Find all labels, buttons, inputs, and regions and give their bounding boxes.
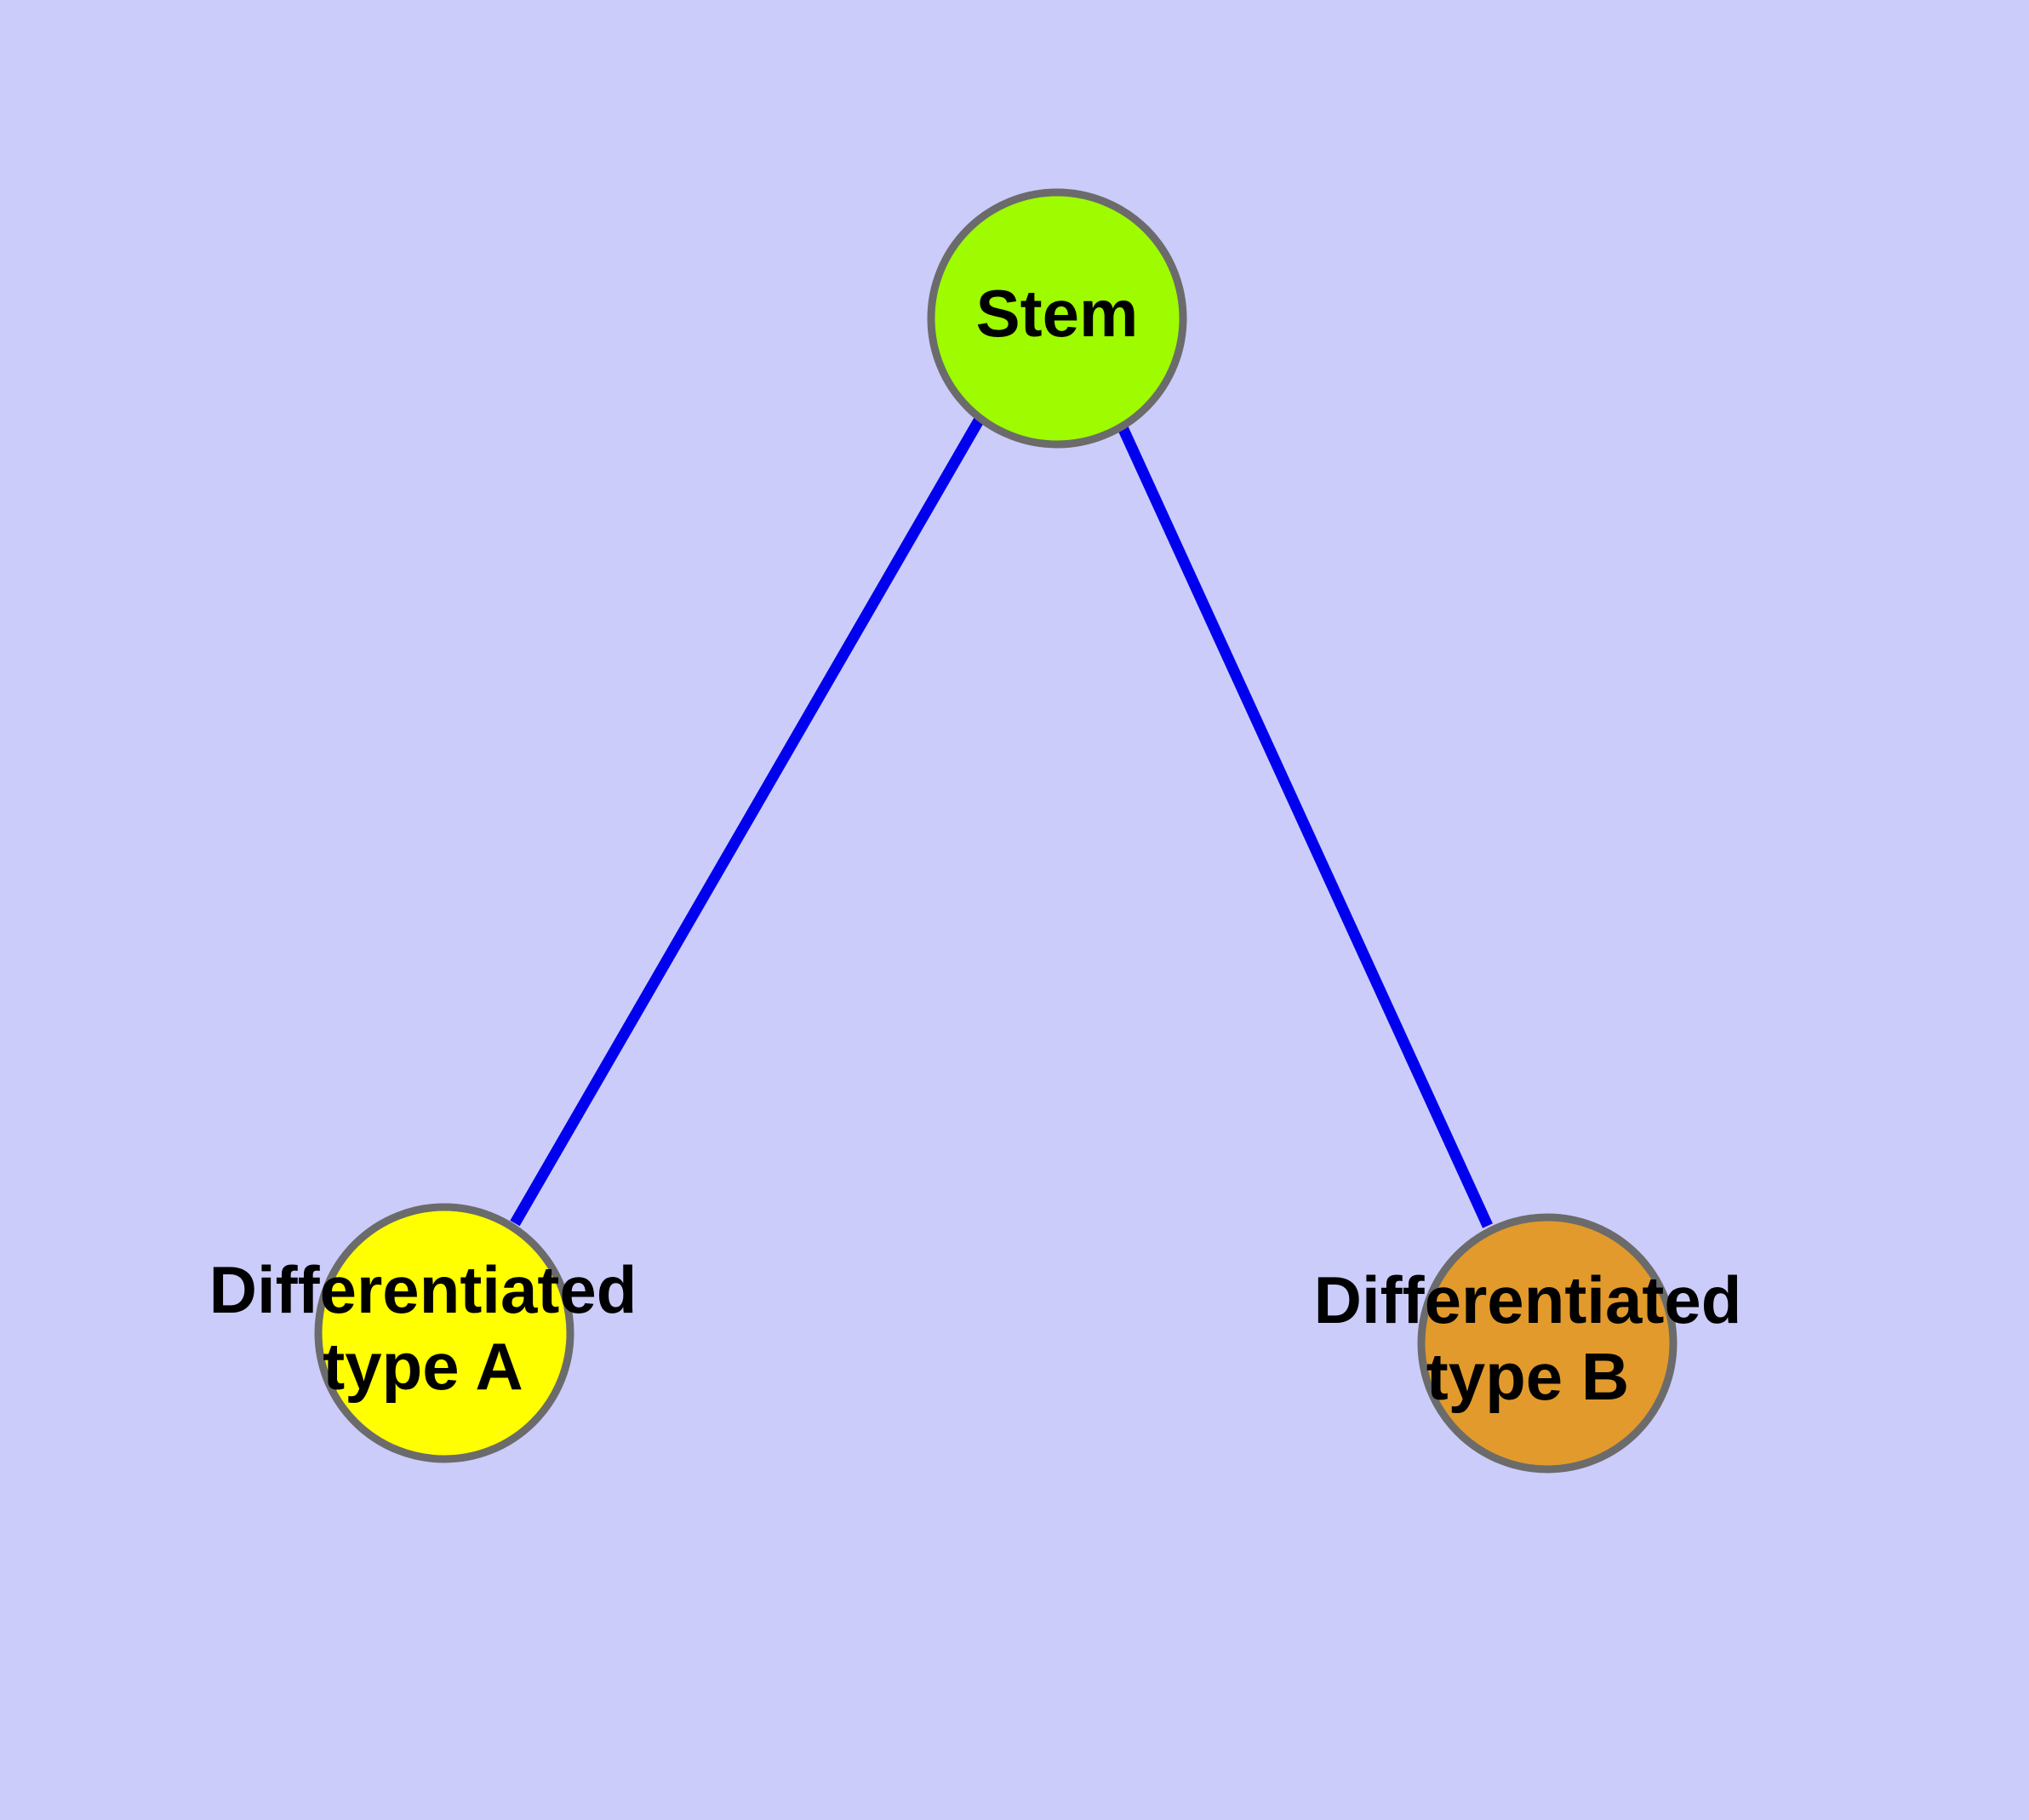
node-label-line: type A [323, 1328, 523, 1403]
graph-edge-stem-to-diff-a[interactable] [510, 417, 984, 1227]
edges-layer [510, 417, 1493, 1228]
node-label-stem: Stem [976, 276, 1139, 351]
node-label-line: Differentiated [1314, 1262, 1742, 1337]
node-label-line: type B [1426, 1338, 1629, 1413]
nodes-layer [314, 188, 1677, 1474]
graph-edge-stem-to-diff-b[interactable] [1117, 423, 1493, 1228]
node-label-line: Stem [976, 276, 1139, 351]
graph-node-diff-b[interactable] [1417, 1213, 1677, 1474]
graph-node-diff-a[interactable] [314, 1203, 574, 1463]
node-label-line: Differentiated [209, 1252, 637, 1327]
graph-node-stem[interactable] [927, 188, 1187, 449]
